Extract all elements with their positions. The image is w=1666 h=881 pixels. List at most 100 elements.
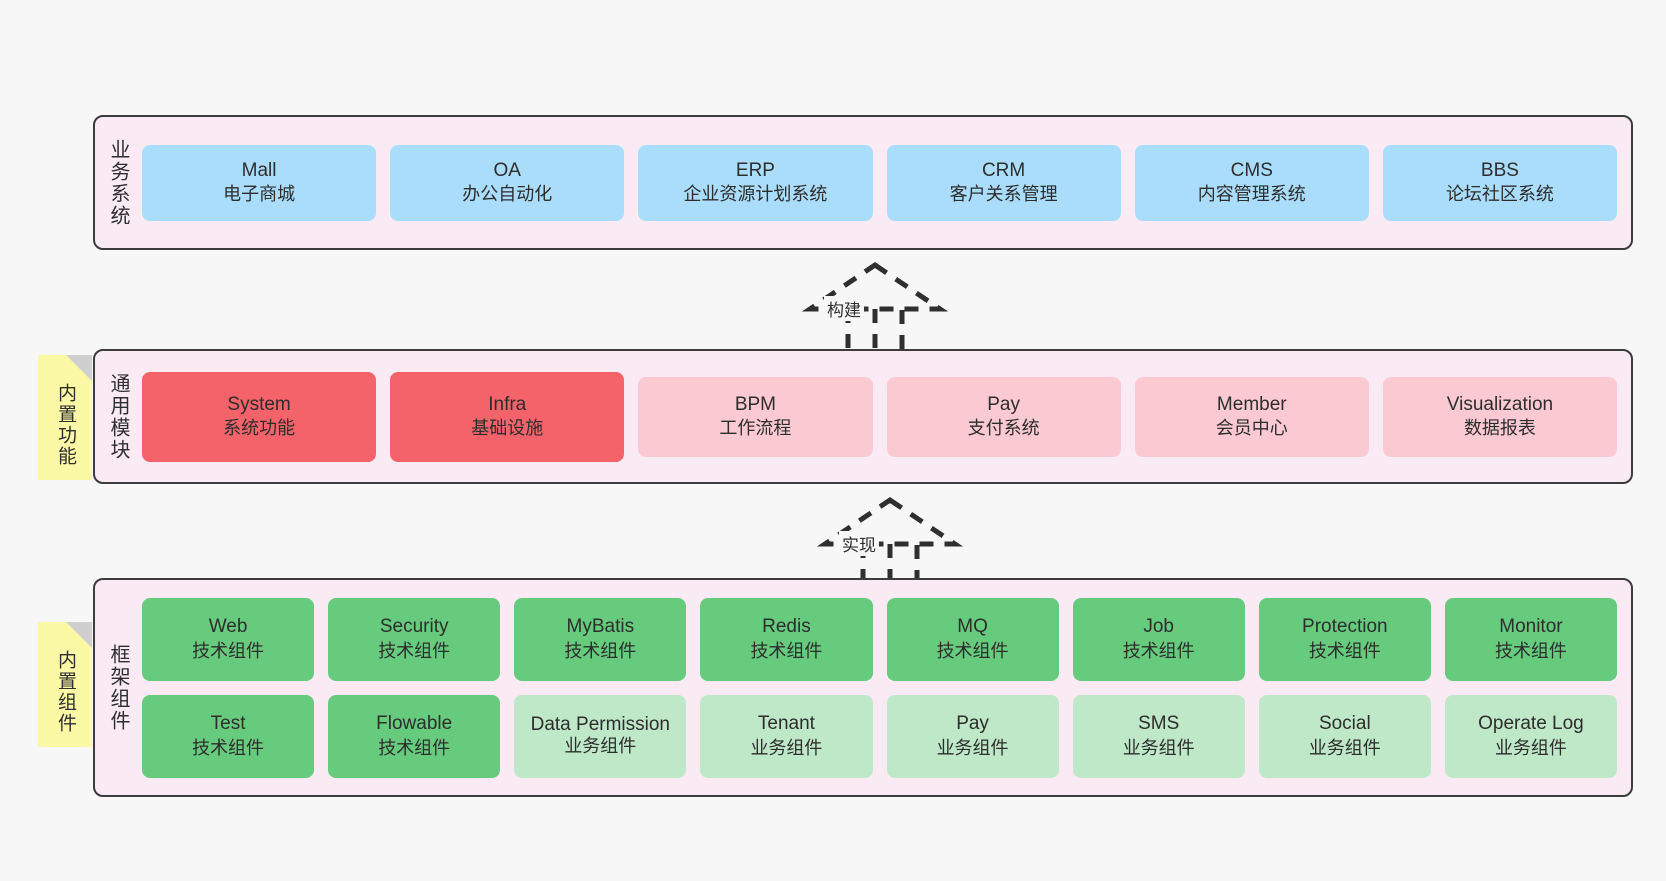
node-protection-en: Protection [1302, 616, 1388, 638]
node-erp-en: ERP [735, 159, 775, 181]
node-member-cn: 会员中心 [1215, 418, 1288, 439]
layer-common-modules: 通用模块 System 系统功能 Infra 基础设施 BPM 工作流程 Pay… [93, 349, 1633, 484]
node-bpm-cn: 工作流程 [719, 418, 792, 439]
node-mq[interactable]: MQ 技术组件 [886, 597, 1059, 681]
node-data-permission-en: Data Permission [530, 713, 670, 735]
node-job[interactable]: Job 技术组件 [1072, 597, 1245, 681]
node-visualization-en: Visualization [1446, 393, 1554, 415]
node-mall-cn: 电子商城 [223, 184, 296, 205]
node-job-en: Job [1143, 616, 1174, 638]
layer-business-system: 业务系统 Mall 电子商城 OA 办公自动化 ERP 企业资源计划系统 CRM… [93, 115, 1633, 250]
node-oa[interactable]: OA 办公自动化 [390, 144, 625, 221]
node-operate-log[interactable]: Operate Log 业务组件 [1444, 694, 1617, 778]
node-social[interactable]: Social 业务组件 [1258, 694, 1431, 778]
note-builtin-features: 内置功能 [38, 355, 92, 480]
node-mybatis-en: MyBatis [566, 616, 635, 638]
note-fold-icon [66, 355, 92, 381]
node-cms[interactable]: CMS 内容管理系统 [1134, 144, 1369, 221]
node-flowable-en: Flowable [376, 713, 453, 735]
node-bbs[interactable]: BBS 论坛社区系统 [1382, 144, 1618, 221]
connector-build: 构建 [800, 261, 950, 355]
node-pay-component-en: Pay [956, 713, 989, 735]
node-erp[interactable]: ERP 企业资源计划系统 [638, 144, 873, 221]
node-redis[interactable]: Redis 技术组件 [700, 597, 873, 681]
node-bbs-en: BBS [1480, 159, 1519, 181]
node-infra[interactable]: Infra 基础设施 [390, 371, 625, 462]
node-test[interactable]: Test 技术组件 [142, 694, 315, 778]
node-security-en: Security [379, 616, 449, 638]
node-cms-cn: 内容管理系统 [1197, 184, 1306, 205]
node-system-cn: 系统功能 [223, 418, 296, 439]
node-flowable-cn: 技术组件 [378, 737, 451, 758]
node-sms-cn: 业务组件 [1122, 737, 1195, 758]
node-security-cn: 技术组件 [378, 640, 451, 661]
node-web-cn: 技术组件 [192, 640, 265, 661]
node-data-permission[interactable]: Data Permission 业务组件 [514, 694, 687, 778]
business-node-list: Mall 电子商城 OA 办公自动化 ERP 企业资源计划系统 CRM 客户关系… [142, 144, 1618, 221]
node-bpm-en: BPM [734, 393, 777, 415]
node-social-cn: 业务组件 [1308, 737, 1381, 758]
node-oa-cn: 办公自动化 [462, 184, 553, 205]
connector-implement-label: 实现 [839, 531, 879, 556]
node-security[interactable]: Security 技术组件 [328, 597, 501, 681]
node-monitor-en: Monitor [1499, 616, 1563, 638]
note-builtin-features-text: 内置功能 [54, 382, 76, 467]
node-pay-component-cn: 业务组件 [936, 737, 1009, 758]
node-tenant-cn: 业务组件 [750, 737, 823, 758]
node-protection[interactable]: Protection 技术组件 [1258, 597, 1431, 681]
node-visualization[interactable]: Visualization 数据报表 [1382, 376, 1618, 457]
node-erp-cn: 企业资源计划系统 [683, 184, 828, 205]
framework-row-2: Test 技术组件 Flowable 技术组件 Data Permission … [142, 694, 1617, 778]
node-mall-en: Mall [241, 159, 277, 181]
node-system[interactable]: System 系统功能 [142, 371, 377, 462]
node-social-en: Social [1318, 713, 1371, 735]
node-flowable[interactable]: Flowable 技术组件 [328, 694, 501, 778]
node-web-en: Web [208, 616, 248, 638]
node-redis-en: Redis [762, 616, 811, 638]
layer-title-business: 业务系统 [107, 138, 129, 227]
node-infra-en: Infra [488, 393, 527, 415]
module-node-list: System 系统功能 Infra 基础设施 BPM 工作流程 Pay 支付系统… [142, 371, 1618, 462]
node-sms-en: SMS [1138, 713, 1180, 735]
note-builtin-components: 内置组件 [38, 622, 92, 747]
node-mall[interactable]: Mall 电子商城 [142, 144, 377, 221]
node-test-en: Test [210, 713, 246, 735]
node-mq-cn: 技术组件 [936, 640, 1009, 661]
node-monitor-cn: 技术组件 [1494, 640, 1567, 661]
node-redis-cn: 技术组件 [750, 640, 823, 661]
connector-implement: 实现 [815, 496, 965, 590]
node-bbs-cn: 论坛社区系统 [1445, 184, 1554, 205]
node-pay-module-cn: 支付系统 [967, 418, 1040, 439]
layer-framework-components: 框架组件 Web 技术组件 Security 技术组件 MyBatis 技术组件… [93, 578, 1633, 797]
node-tenant-en: Tenant [757, 713, 815, 735]
node-job-cn: 技术组件 [1122, 640, 1195, 661]
node-crm-cn: 客户关系管理 [949, 184, 1058, 205]
node-web[interactable]: Web 技术组件 [142, 597, 315, 681]
node-bpm[interactable]: BPM 工作流程 [638, 376, 873, 457]
node-mybatis[interactable]: MyBatis 技术组件 [514, 597, 687, 681]
note-builtin-components-text: 内置组件 [54, 649, 76, 734]
node-infra-cn: 基础设施 [471, 418, 544, 439]
node-sms[interactable]: SMS 业务组件 [1072, 694, 1245, 778]
layer-title-common-modules: 通用模块 [107, 372, 129, 461]
node-crm-en: CRM [981, 159, 1026, 181]
node-operate-log-cn: 业务组件 [1494, 737, 1567, 758]
node-protection-cn: 技术组件 [1308, 640, 1381, 661]
node-pay-component[interactable]: Pay 业务组件 [886, 694, 1059, 778]
layer-title-framework: 框架组件 [107, 643, 129, 732]
node-member[interactable]: Member 会员中心 [1134, 376, 1369, 457]
node-visualization-cn: 数据报表 [1463, 418, 1536, 439]
node-oa-en: OA [493, 159, 521, 181]
node-system-en: System [227, 393, 291, 415]
node-monitor[interactable]: Monitor 技术组件 [1444, 597, 1617, 681]
node-mybatis-cn: 技术组件 [564, 640, 637, 661]
node-pay-module-en: Pay [987, 393, 1020, 415]
node-mq-en: MQ [957, 616, 988, 638]
node-data-permission-cn: 业务组件 [564, 736, 637, 757]
node-pay-module[interactable]: Pay 支付系统 [886, 376, 1121, 457]
node-tenant[interactable]: Tenant 业务组件 [700, 694, 873, 778]
note-fold-icon-2 [66, 622, 92, 648]
node-operate-log-en: Operate Log [1478, 713, 1584, 735]
node-crm[interactable]: CRM 客户关系管理 [886, 144, 1121, 221]
